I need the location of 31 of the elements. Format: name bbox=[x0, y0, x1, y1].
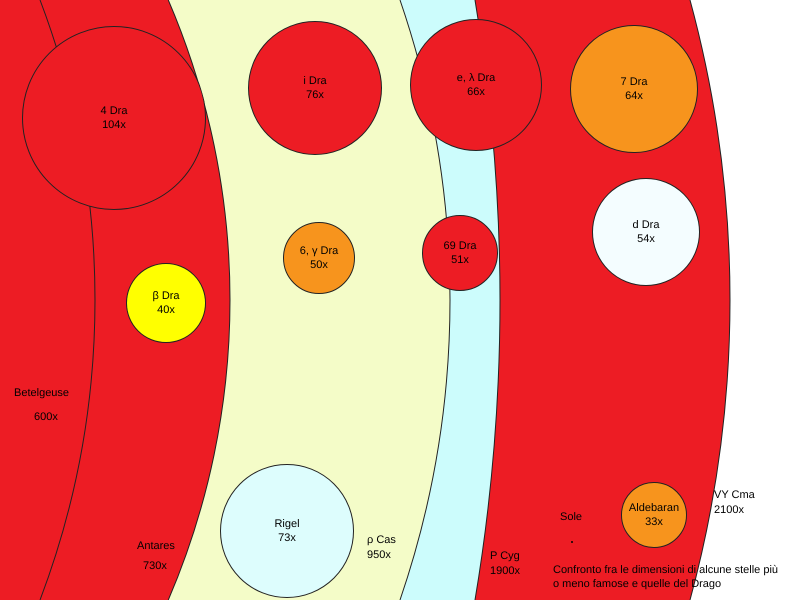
star-name: 6, γ Dra bbox=[300, 244, 338, 258]
star-name: i Dra bbox=[303, 74, 327, 88]
star-name: d Dra bbox=[632, 218, 660, 232]
star-name: Rigel bbox=[274, 517, 300, 531]
size-ratio: 51x bbox=[451, 253, 469, 267]
size-ratio: 66x bbox=[467, 85, 485, 99]
size-ratio: 33x bbox=[645, 515, 663, 529]
star-name: 69 Dra bbox=[443, 239, 477, 253]
star-name: P Cyg bbox=[490, 549, 520, 563]
size-ratio: 2100x bbox=[714, 503, 744, 517]
size-ratio: 73x bbox=[278, 531, 296, 545]
size-ratio: 40x bbox=[157, 303, 175, 317]
star-name: Aldebaran bbox=[628, 501, 680, 515]
star-name: 7 Dra bbox=[620, 75, 648, 89]
star-name: Sole bbox=[560, 510, 582, 524]
star-name: VY Cma bbox=[714, 488, 755, 502]
star-name: Antares bbox=[137, 539, 175, 553]
size-ratio: 104x bbox=[102, 118, 126, 132]
star-name: e, λ Dra bbox=[456, 71, 496, 85]
size-ratio: 950x bbox=[367, 548, 391, 562]
star-name: Betelgeuse bbox=[14, 386, 70, 400]
size-ratio: 1900x bbox=[490, 564, 520, 578]
star-name: ρ Cas bbox=[367, 533, 396, 547]
size-ratio: 76x bbox=[306, 88, 324, 102]
size-ratio: 600x bbox=[34, 410, 58, 424]
size-ratio: 730x bbox=[143, 559, 167, 573]
size-ratio: 64x bbox=[625, 89, 643, 103]
size-ratio: 54x bbox=[637, 232, 655, 246]
star-name: 4 Dra bbox=[100, 104, 128, 118]
star-name: β Dra bbox=[152, 289, 180, 303]
size-ratio: 50x bbox=[310, 258, 328, 272]
